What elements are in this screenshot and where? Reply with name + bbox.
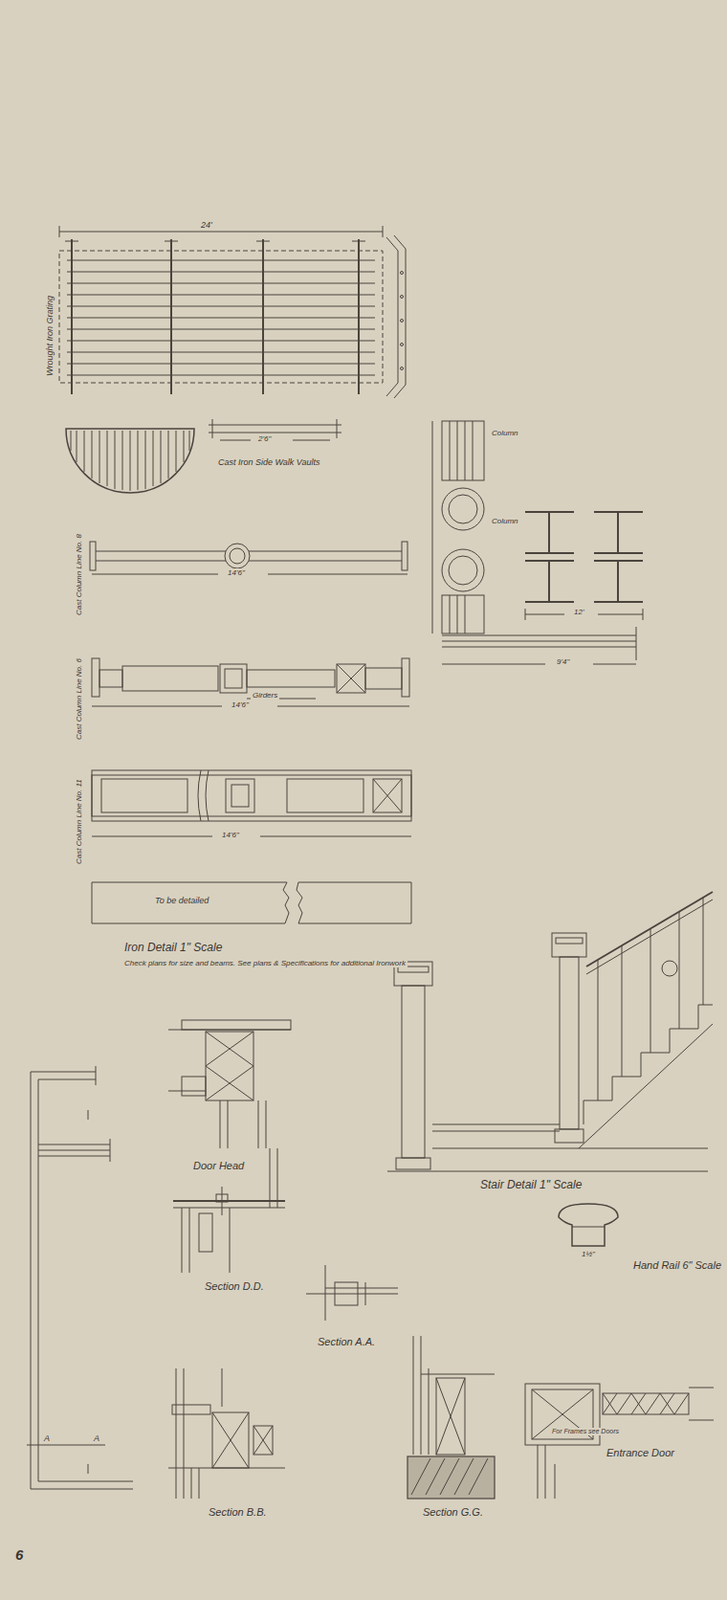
column-plan	[432, 420, 637, 664]
drawing-title: Section A.A.	[315, 1335, 377, 1348]
drawing-title: Door Head	[191, 1159, 246, 1172]
drawing-title: Section B.B.	[206, 1505, 269, 1519]
drawing-title: Stair Detail 1" Scale	[478, 1178, 584, 1192]
door-head-section	[168, 1019, 291, 1148]
section-mark: A	[91, 1432, 102, 1443]
part-name: Column	[489, 428, 521, 438]
section-bb	[168, 1367, 286, 1499]
part-name: Cast Column Line No. 11	[74, 776, 84, 866]
part-name: Cast Column Line No. 8	[74, 531, 84, 617]
column-detail	[91, 658, 410, 706]
hand-rail-profile	[558, 1203, 618, 1246]
vault-plan	[208, 418, 342, 441]
section-dd	[173, 1147, 286, 1273]
part-name: Cast Iron Side Walk Vaults	[216, 457, 323, 467]
drawing-title: Section D.D.	[202, 1279, 266, 1293]
entrance-door-section	[525, 1383, 714, 1499]
section-aa	[306, 1264, 398, 1321]
part-name: Wrought Iron Grating	[44, 293, 55, 378]
dimension: 2'6"	[256, 434, 273, 443]
column-detail	[89, 541, 408, 574]
part-name: Cast Column Line No. 6	[74, 656, 84, 742]
section-gg	[407, 1335, 495, 1499]
drawing-title: Iron Detail 1" Scale	[122, 941, 224, 955]
dimension: 24'	[198, 220, 215, 230]
grating-plan	[59, 225, 406, 398]
note: For Frames see Doors	[550, 1427, 621, 1435]
note: Check plans for size and beams. See plan…	[122, 958, 408, 968]
dimension: 14'6"	[229, 700, 251, 709]
part-name: Column	[489, 516, 521, 526]
sheet-number: 6	[13, 1545, 25, 1563]
girder-elevation	[91, 770, 412, 837]
girder-elevation	[91, 881, 412, 924]
part-name: Girders	[250, 690, 280, 700]
vault-light	[66, 428, 195, 493]
drawing-title: Hand Rail 6" Scale	[631, 1258, 724, 1272]
dimension: 1½"	[579, 1249, 597, 1258]
section-mark: A	[42, 1432, 52, 1443]
drawing-title: Entrance Door	[604, 1446, 677, 1459]
dimension: 12'	[572, 607, 586, 617]
dimension: 14'6"	[225, 568, 247, 577]
drawing-title: Section G.G.	[420, 1505, 485, 1519]
dimension: 9'4"	[554, 657, 572, 666]
note: To be detailed	[153, 895, 211, 905]
dimension: 14'6"	[220, 830, 242, 839]
stair-elevation	[387, 891, 713, 1171]
wall-plan	[26, 1065, 133, 1489]
beam-section	[525, 511, 643, 620]
